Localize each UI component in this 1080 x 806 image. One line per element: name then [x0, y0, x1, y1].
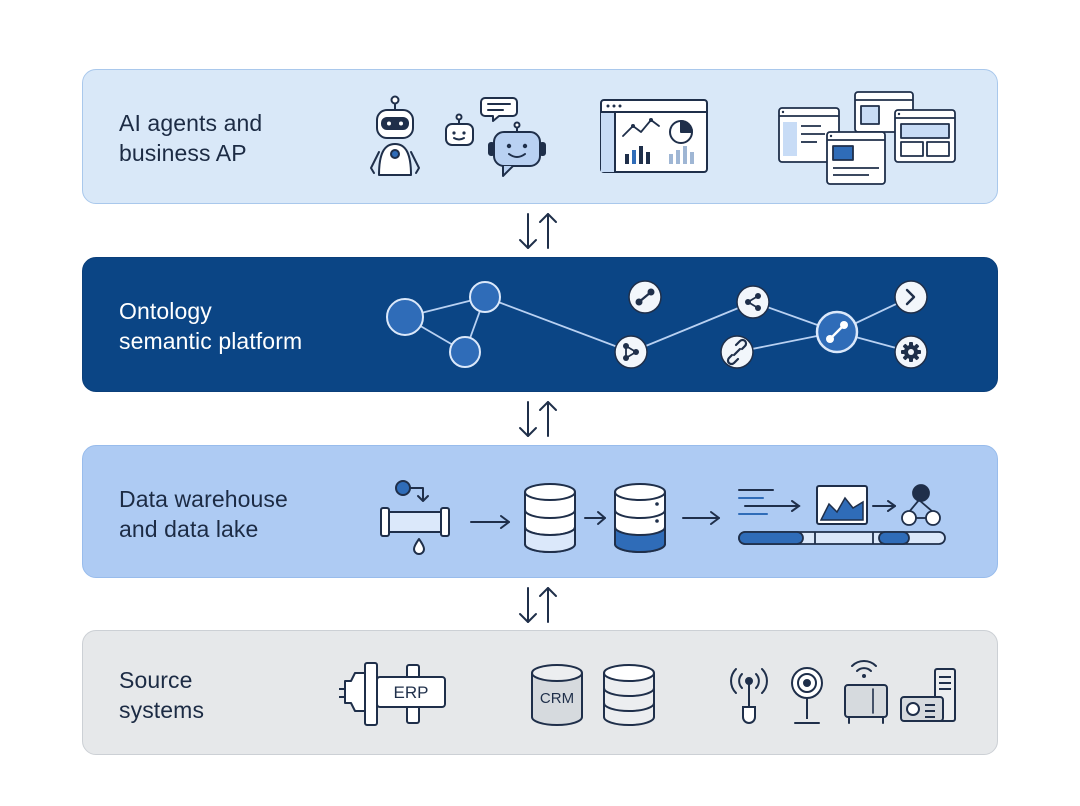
- bidirectional-arrow-icon: [519, 213, 557, 249]
- machine-icon: [900, 668, 956, 722]
- analytics-dashboard-icon: [600, 99, 708, 173]
- layer-ai-agents-label: AI agents and business AP: [119, 108, 262, 168]
- layer-source-systems-label: Source systems: [119, 665, 204, 725]
- layer-ai-agents-label-line2: business AP: [119, 140, 247, 166]
- chart-icon: [816, 485, 868, 525]
- share-node-icon: [628, 280, 662, 314]
- chat-robots-icon: [445, 97, 546, 177]
- layer-source-systems-label-line1: Source: [119, 667, 193, 693]
- layer-ai-agents: AI agents and business AP: [82, 69, 998, 204]
- layer-data-warehouse-label: Data warehouse and data lake: [119, 484, 288, 544]
- erp-system-icon: ERP: [339, 662, 446, 726]
- bidirectional-arrow-icon: [519, 587, 557, 623]
- flow-arrow-icon: [470, 515, 510, 529]
- flow-arrow-icon: [584, 511, 606, 525]
- layer-ai-agents-label-line1: AI agents and: [119, 110, 263, 136]
- layer-ontology-label-line1: Ontology: [119, 298, 212, 324]
- crm-database-icon: CRM: [531, 664, 583, 726]
- data-stream-icon: [738, 489, 801, 515]
- link-icon: [720, 335, 754, 369]
- data-flow-icon: [738, 531, 946, 545]
- layer-data-warehouse: Data warehouse and data lake: [82, 445, 998, 578]
- pipeline-icon: [380, 480, 450, 555]
- layer-ontology-label-line2: semantic platform: [119, 328, 303, 354]
- hub-node-icon: [614, 335, 648, 369]
- layer-source-systems-label-line2: systems: [119, 697, 205, 723]
- arrow-right-icon: [894, 280, 928, 314]
- database-icon: [524, 483, 576, 553]
- antenna-icon: [730, 668, 768, 724]
- app-windows-icon: [778, 91, 956, 185]
- bidirectional-arrow-icon: [519, 401, 557, 437]
- robot-icon: [370, 95, 420, 176]
- connected-node-icon: [815, 310, 859, 354]
- flow-arrow-icon: [682, 511, 720, 525]
- router-icon: [844, 660, 888, 724]
- layer-ontology-label: Ontology semantic platform: [119, 296, 302, 356]
- flow-arrow-icon: [872, 500, 896, 512]
- processing-icon: [614, 483, 666, 553]
- layer-ontology: Ontology semantic platform: [82, 257, 998, 392]
- node-tree-icon: [901, 484, 941, 526]
- database-icon: [603, 664, 655, 726]
- crm-label: CRM: [540, 690, 574, 707]
- layer-data-warehouse-label-line2: and data lake: [119, 516, 259, 542]
- erp-label: ERP: [394, 683, 429, 702]
- gear-icon: [894, 335, 928, 369]
- layer-data-warehouse-label-line1: Data warehouse: [119, 486, 288, 512]
- sensor-icon: [791, 667, 823, 724]
- layer-source-systems: Source systems ERP CRM: [82, 630, 998, 755]
- share-icon: [736, 285, 770, 319]
